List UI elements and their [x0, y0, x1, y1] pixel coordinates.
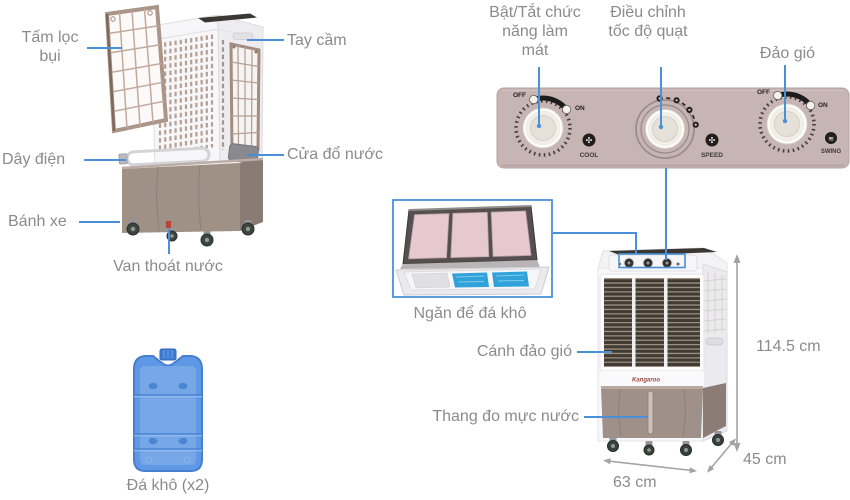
left-unit-illustration: [104, 4, 264, 247]
leader-end-dots: [536, 118, 788, 130]
brand-logo: Kangaroo: [632, 378, 660, 384]
speed-caption: SPEED: [701, 152, 723, 159]
speed-knob: ✣ SPEED: [635, 95, 723, 159]
swing-knob: OFF ON ≋ SWING: [757, 89, 841, 155]
callout-power-cord: Dây điện: [2, 151, 66, 168]
callout-swing-knob: Đảo gió: [759, 45, 816, 62]
dimension-arrows: [603, 254, 741, 474]
ice-pack-in-tray: [492, 271, 529, 287]
callout-ice-pack: Đá khô (x2): [126, 477, 210, 494]
cool-knob: OFF ON ✣ COOL: [513, 92, 598, 159]
front-grille: [599, 273, 705, 372]
water-level-gauge: [647, 390, 654, 435]
callout-water-door: Cửa đổ nước: [287, 146, 383, 163]
water-tank: [121, 157, 264, 233]
leader-lines: [79, 39, 786, 418]
swing-caption: SWING: [821, 149, 842, 155]
front-panel-knobs: [618, 257, 680, 269]
callout-dust-filter: Tấm lọc bụi: [21, 29, 79, 65]
rear-vent-slats: [158, 34, 225, 152]
swing-off-label: OFF: [757, 89, 770, 96]
side-handle: [705, 337, 724, 346]
drain-valve: [166, 221, 171, 228]
cool-on-label: ON: [575, 105, 585, 112]
cool-off-label: OFF: [513, 92, 526, 99]
dimension-height: 114.5 cm: [756, 338, 821, 355]
callout-water-gauge: Thang đo mực nước: [432, 408, 579, 425]
dimension-width: 63 cm: [613, 474, 657, 491]
cool-caption: COOL: [580, 152, 599, 159]
top-handle-bar: [198, 13, 257, 23]
side-handle: [232, 32, 254, 40]
control-panel-illustration: OFF ON ✣ COOL: [496, 87, 850, 169]
callout-ice-compartment: Ngăn để đá khô: [413, 305, 527, 322]
swing-icon: ≋: [828, 136, 834, 143]
knob-highlight-box: [618, 253, 686, 269]
dust-filter-panel: [104, 4, 169, 134]
callout-swing-louver: Cánh đảo gió: [476, 343, 572, 360]
callout-wheels: Bánh xe: [8, 213, 67, 230]
fan-icon: ✣: [709, 136, 716, 145]
fan-icon: ✣: [586, 136, 593, 145]
front-water-tank: [601, 383, 726, 438]
callout-speed-knob: Điều chỉnh tốc độ quạt: [608, 4, 688, 40]
swing-on-label: ON: [818, 102, 828, 109]
callout-cool-knob: Bật/Tắt chức năng làm mát: [489, 4, 581, 59]
front-unit-illustration: Kangaroo: [597, 247, 728, 456]
power-cord: [118, 146, 211, 167]
ice-pack-illustration: [133, 348, 203, 472]
dimension-depth: 45 cm: [743, 451, 787, 468]
front-caster-wheels: [607, 431, 724, 456]
callout-handle: Tay cầm: [287, 32, 347, 49]
side-filter: [229, 42, 261, 154]
compartment-illustration: [392, 199, 553, 298]
ice-pack-in-tray: [452, 272, 489, 288]
callout-drain-valve: Van thoát nước: [113, 258, 223, 275]
